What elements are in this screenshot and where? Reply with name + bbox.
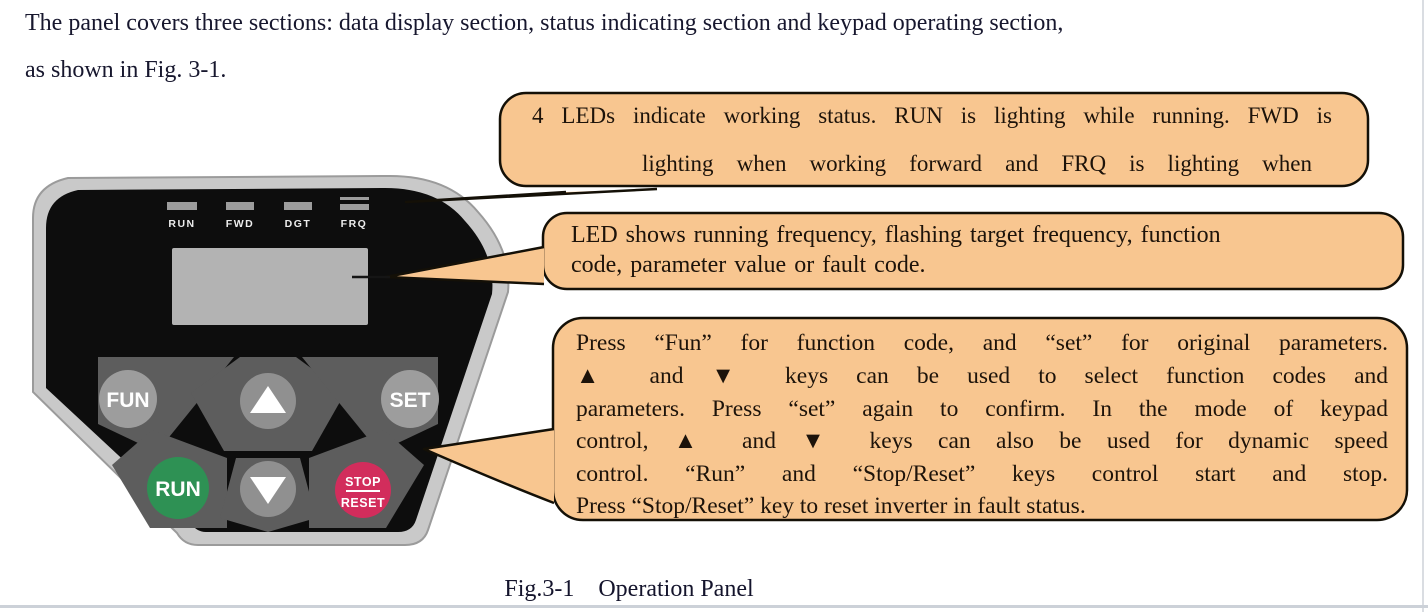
callout-led-display-line-1: LED shows running frequency, flashing ta… xyxy=(571,222,1221,248)
callout-led-status-line-2: lighting when working forward and FRQ is… xyxy=(642,151,1312,176)
stop-label: STOP xyxy=(345,475,381,489)
callout-tail-keypad xyxy=(422,427,555,505)
callout-keypad-line-5: control. “Run” and “Stop/Reset” keys con… xyxy=(576,461,1388,487)
run-button-circle xyxy=(147,457,209,519)
led-bar-frq-top xyxy=(340,197,369,200)
callout-keypad-line-3: parameters. Press “set” again to confirm… xyxy=(576,396,1388,422)
intro-line-1: The panel covers three sections: data di… xyxy=(25,10,1064,36)
callout-led-display-line-2: code, parameter value or fault code. xyxy=(571,252,926,278)
up-arrow-icon xyxy=(250,386,286,413)
intro-line-2: as shown in Fig. 3-1. xyxy=(25,57,227,83)
led-label-frq: FRQ xyxy=(341,218,368,230)
callout-keypad-line-2: ▲ and ▼ keys can be used to select funct… xyxy=(576,363,1388,389)
led-label-fwd: FWD xyxy=(226,218,254,230)
figure-caption: Fig.3-1 Operation Panel xyxy=(504,576,754,602)
led-indicator-fwd: FWD xyxy=(226,202,254,230)
reset-label: RESET xyxy=(341,496,385,510)
set-button-circle xyxy=(381,370,439,428)
led-bar-fwd xyxy=(226,202,254,210)
led-label-dgt: DGT xyxy=(285,218,312,230)
led-indicator-run: RUN xyxy=(167,202,197,230)
set-button: SET xyxy=(381,370,439,428)
set-button-label: SET xyxy=(390,389,431,412)
callout-keypad-line-6: Press “Stop/Reset” key to reset inverter… xyxy=(576,493,1086,519)
callout-tail-led-status xyxy=(404,187,658,204)
run-button-label: RUN xyxy=(155,478,201,501)
page-edge-line xyxy=(1422,0,1424,612)
down-arrow-icon xyxy=(250,477,286,504)
led-indicator-frq: FRQ xyxy=(340,197,369,230)
led-indicator-dgt: DGT xyxy=(284,202,312,230)
stop-reset-button: STOP RESET xyxy=(335,462,391,518)
callout-led-status-line-1: 4 LEDs indicate working status. RUN is l… xyxy=(532,103,1332,128)
led-label-run: RUN xyxy=(168,218,195,230)
up-button xyxy=(240,373,296,429)
fun-button: FUN xyxy=(99,370,157,428)
lcd-display xyxy=(172,248,368,325)
led-bar-frq-bottom xyxy=(340,204,369,210)
fun-button-circle xyxy=(99,370,157,428)
operation-panel-illustration: RUN FWD DGT FRQ xyxy=(32,174,510,546)
down-button xyxy=(240,461,296,517)
callout-bubble-led-status xyxy=(498,91,1370,188)
callout-keypad-line-4: control, ▲ and ▼ keys can also be used f… xyxy=(576,428,1388,454)
run-button: RUN xyxy=(147,457,209,519)
bottom-divider xyxy=(0,605,1428,608)
fun-button-label: FUN xyxy=(106,389,149,412)
led-bar-run xyxy=(167,202,197,210)
callout-keypad-line-1: Press “Fun” for function code, and “set”… xyxy=(576,330,1388,356)
callout-bubble-keypad xyxy=(551,316,1409,522)
led-bar-dgt xyxy=(284,202,312,210)
